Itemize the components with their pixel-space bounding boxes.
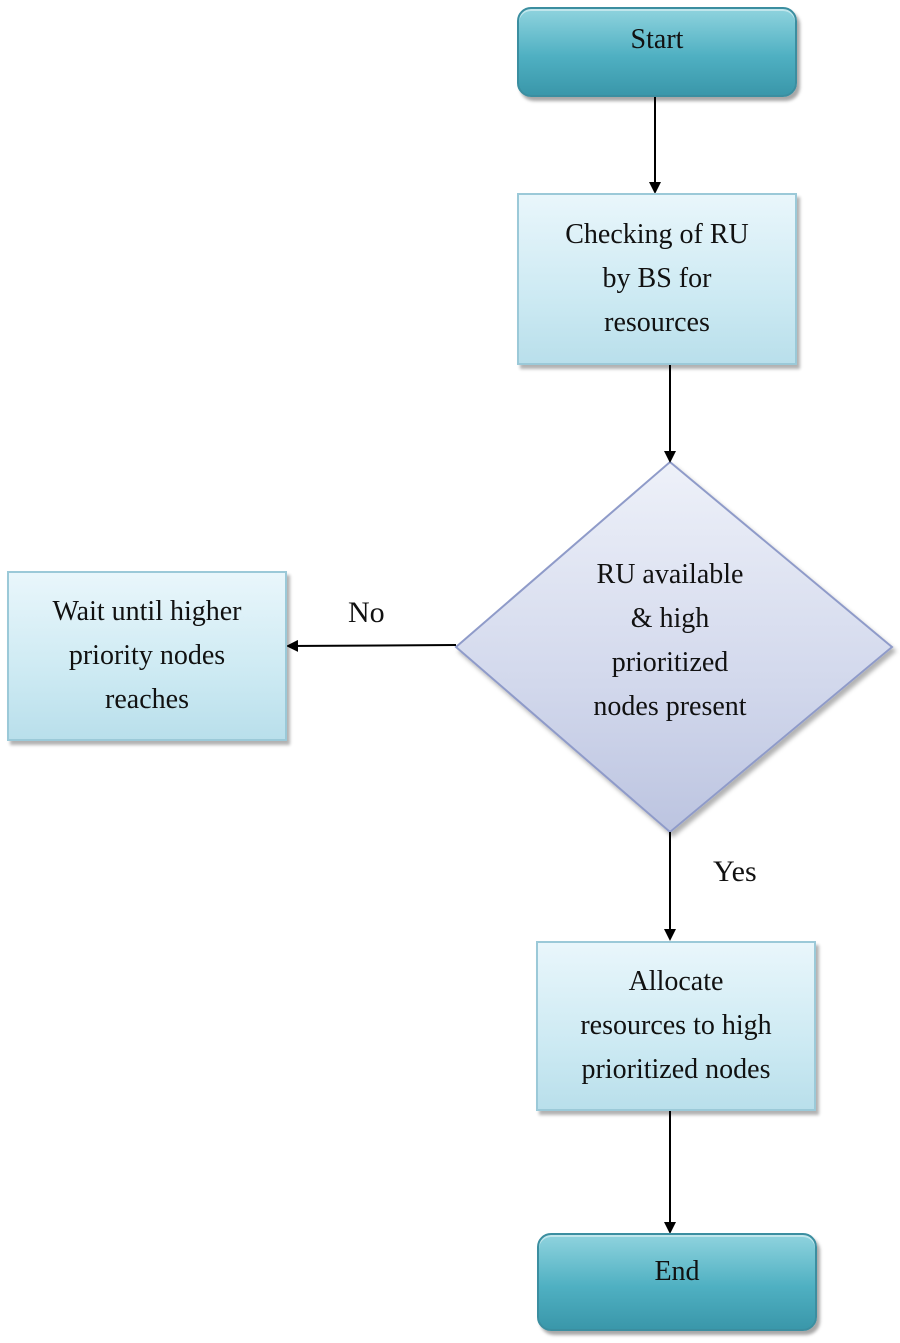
allocate-line-1: Allocate xyxy=(628,966,724,997)
check-line-2: by BS for xyxy=(602,263,712,294)
check-line-1: Checking of RU xyxy=(565,219,749,250)
start-node: Start xyxy=(517,7,797,97)
arrow-decision-to-wait xyxy=(286,639,457,652)
wait-line-3: reaches xyxy=(105,684,189,715)
allocate-line-2: resources to high xyxy=(580,1010,772,1041)
decision-line-4: nodes present xyxy=(593,691,747,722)
wait-node: Wait until higher priority nodes reaches xyxy=(7,571,287,741)
allocate-node: Allocate resources to high prioritized n… xyxy=(536,941,816,1111)
allocate-line-3: prioritized nodes xyxy=(581,1054,771,1085)
decision-text: RU available & high prioritized nodes pr… xyxy=(520,553,820,729)
check-resources-node: Checking of RU by BS for resources xyxy=(517,193,797,365)
edge-label-yes: Yes xyxy=(713,855,757,888)
check-line-3: resources xyxy=(604,307,710,338)
start-label: Start xyxy=(630,24,684,55)
wait-line-1: Wait until higher xyxy=(52,596,242,627)
end-label: End xyxy=(654,1256,700,1287)
wait-line-2: priority nodes xyxy=(68,640,226,671)
end-node: End xyxy=(537,1233,817,1331)
decision-line-3: prioritized xyxy=(611,647,729,678)
edge-label-no: No xyxy=(348,596,385,629)
decision-line-2: & high xyxy=(630,603,710,634)
decision-line-1: RU available xyxy=(596,559,744,590)
